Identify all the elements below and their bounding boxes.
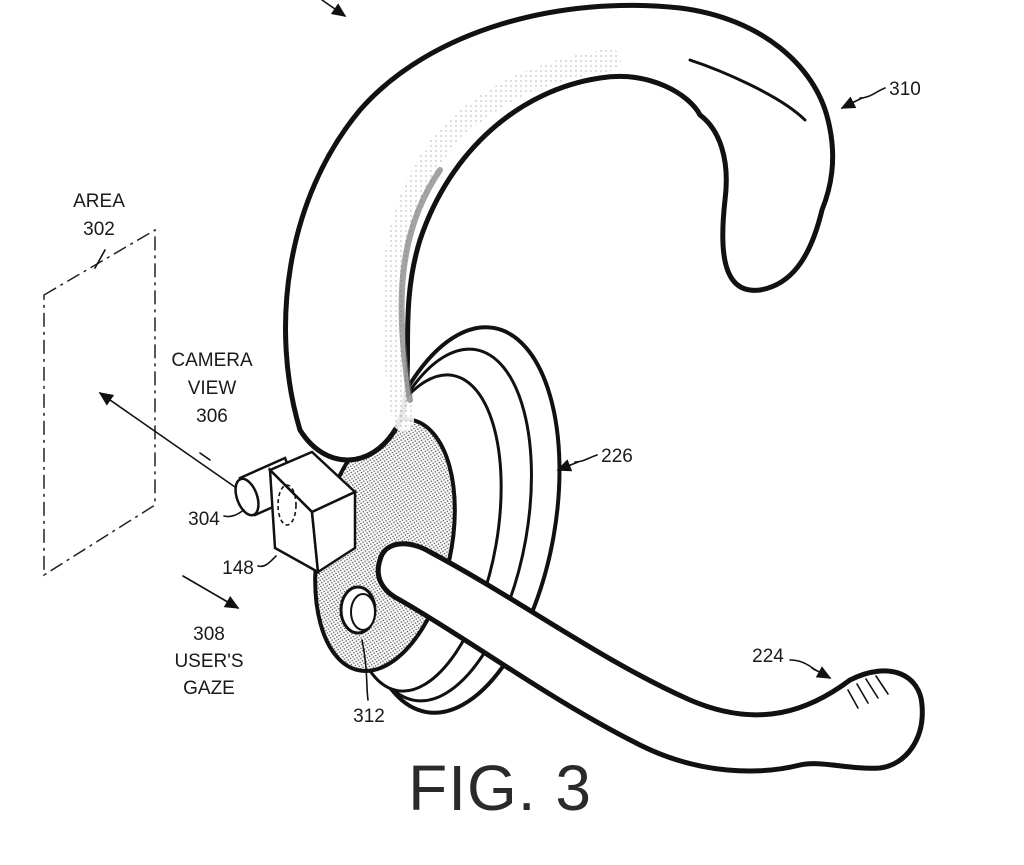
area-plane	[43, 228, 156, 577]
earpiece-label: 226	[601, 446, 633, 467]
camera-view-arrow	[98, 392, 236, 488]
gaze-label-word1: USER'S	[174, 651, 243, 672]
ear-hook-label: 310	[889, 79, 921, 100]
user-gaze-arrow	[182, 575, 240, 609]
gaze-label-num: 308	[193, 624, 225, 645]
ear-hook	[283, 2, 836, 463]
leader-lines	[223, 87, 886, 701]
camera-view-label-word2: VIEW	[188, 378, 237, 399]
camera-view-label-word1: CAMERA	[171, 350, 253, 371]
camera-box	[267, 450, 358, 575]
lens-label: 304	[188, 509, 220, 530]
area-label-num: 302	[83, 219, 115, 240]
area-label-word: AREA	[73, 191, 125, 212]
boom-label: 224	[752, 646, 784, 667]
camera-view-label-num: 306	[196, 406, 228, 427]
figure-title: FIG. 3	[408, 752, 592, 824]
camera-box-label: 148	[222, 558, 254, 579]
earpiece-button	[339, 585, 377, 635]
gaze-label-word2: GAZE	[183, 678, 235, 699]
boom-microphone	[375, 541, 925, 774]
labels: AREA 302 CAMERA VIEW 306 304 148 308 USE…	[73, 79, 921, 824]
button-label: 312	[353, 706, 385, 727]
pointer-arrow-top	[321, 0, 347, 17]
